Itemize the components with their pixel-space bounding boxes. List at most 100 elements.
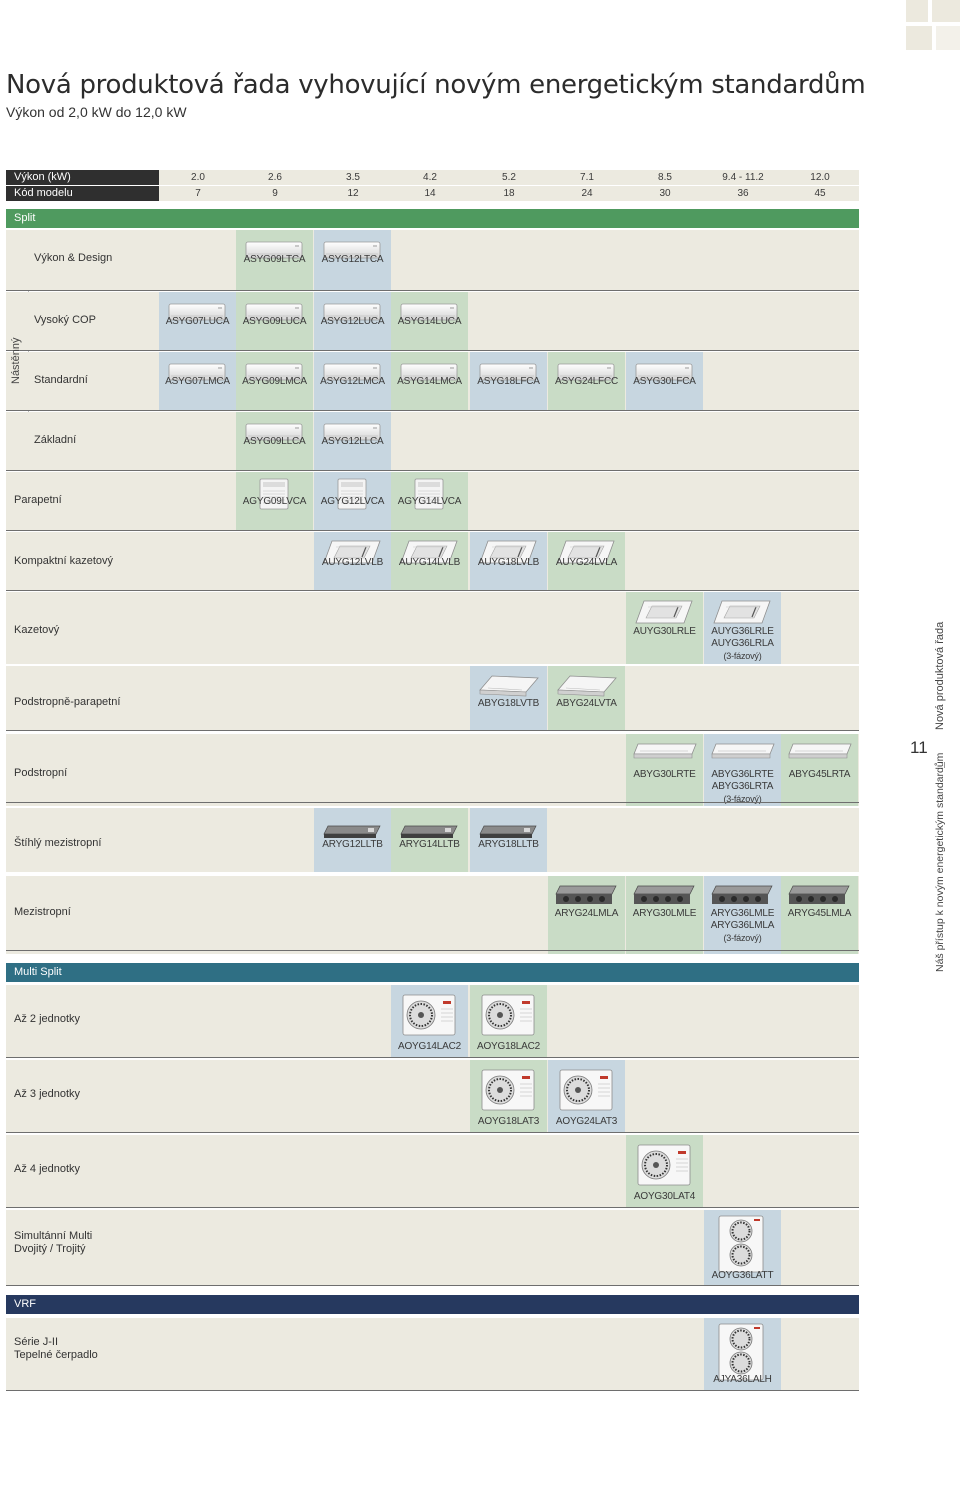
product-cell[interactable] bbox=[236, 230, 313, 290]
product-cell[interactable] bbox=[159, 352, 236, 410]
ceiling-floor-icon bbox=[478, 674, 540, 698]
product-cell[interactable] bbox=[314, 352, 391, 410]
wall-unit-icon bbox=[557, 362, 615, 382]
product-cell[interactable] bbox=[470, 352, 547, 410]
model-name: ASYG14LMCA bbox=[397, 376, 462, 387]
cassette-icon bbox=[322, 538, 382, 566]
row-label: Kazetový bbox=[14, 624, 60, 636]
decor-square bbox=[932, 0, 960, 22]
model-code-value: 36 bbox=[737, 188, 749, 199]
outdoor-unit-icon bbox=[480, 1068, 536, 1112]
model-name: ARYG24LMLA bbox=[554, 908, 619, 919]
model-name: AUYG14LVLB bbox=[398, 557, 461, 568]
row-label: Série J-II bbox=[14, 1336, 59, 1348]
section-multi-split: Multi Split bbox=[6, 963, 859, 982]
product-cell[interactable] bbox=[391, 292, 468, 350]
model-name: AGYG12LVCA bbox=[320, 496, 385, 507]
row-divider bbox=[6, 1132, 859, 1133]
row-label: Podstropně-parapetní bbox=[14, 696, 121, 708]
decor-square bbox=[906, 0, 928, 22]
product-cell[interactable] bbox=[236, 292, 313, 350]
row-divider bbox=[6, 802, 859, 803]
row-label: Výkon & Design bbox=[34, 252, 113, 264]
row-divider bbox=[6, 1057, 859, 1058]
section-vrf: VRF bbox=[6, 1295, 859, 1314]
model-name: ASYG09LMCA bbox=[242, 376, 307, 387]
wall-group-label: Nástěnný bbox=[10, 337, 22, 384]
row-label: Podstropní bbox=[14, 767, 68, 779]
wall-unit-icon bbox=[323, 362, 381, 382]
capacity-label: Výkon (kW) bbox=[14, 171, 71, 183]
product-cell[interactable] bbox=[236, 352, 313, 410]
capacity-value: 7.1 bbox=[580, 172, 594, 183]
model-name: ASYG09LTCA bbox=[243, 254, 306, 265]
product-cell[interactable] bbox=[314, 292, 391, 350]
product-cell[interactable] bbox=[548, 352, 625, 410]
product-cell[interactable] bbox=[314, 230, 391, 290]
ceiling-unit-icon bbox=[632, 742, 698, 760]
row-label: Základní bbox=[34, 434, 77, 446]
model-name: ASYG18LFCA bbox=[477, 376, 540, 387]
model-name: ASYG12LMCA bbox=[320, 376, 385, 387]
capacity-value: 2.6 bbox=[268, 172, 282, 183]
row-label-line2: Tepelné čerpadlo bbox=[14, 1349, 98, 1361]
outdoor-unit-icon bbox=[636, 1143, 692, 1187]
model-name: ABYG45LRTA bbox=[788, 769, 851, 780]
product-cell[interactable] bbox=[391, 352, 468, 410]
model-name: ASYG30LFCA bbox=[633, 376, 696, 387]
model-name: ASYG12LLCA bbox=[321, 436, 384, 447]
model-code-value: 18 bbox=[503, 188, 515, 199]
wall-unit-icon bbox=[323, 240, 381, 260]
row-label: Štíhlý mezistropní bbox=[14, 837, 102, 849]
row-divider bbox=[6, 1207, 859, 1208]
model-name: ASYG12LTCA bbox=[321, 254, 384, 265]
model-name: AUYG36LRLE bbox=[711, 626, 774, 637]
row-divider bbox=[6, 1390, 859, 1391]
floor-unit-icon bbox=[256, 476, 292, 512]
model-code-value: 14 bbox=[424, 188, 436, 199]
model-code-value: 30 bbox=[659, 188, 671, 199]
model-name: ASYG14LUCA bbox=[397, 316, 462, 327]
model-name: AOYG36LATT bbox=[711, 1270, 774, 1281]
model-name: ARYG12LLTB bbox=[322, 839, 383, 850]
capacity-value: 5.2 bbox=[502, 172, 516, 183]
capacity-value: 8.5 bbox=[658, 172, 672, 183]
product-cell[interactable] bbox=[626, 352, 703, 410]
row-divider bbox=[6, 350, 859, 351]
model-name: AUYG30LRLE bbox=[633, 626, 696, 637]
model-name: AUYG12LVLB bbox=[321, 557, 384, 568]
wall-unit-icon bbox=[168, 302, 226, 322]
side-title: Nová produktová řada bbox=[934, 621, 946, 730]
row-divider bbox=[6, 950, 859, 951]
product-cell[interactable] bbox=[159, 292, 236, 350]
decor-square bbox=[906, 26, 932, 50]
outdoor-unit-icon bbox=[401, 993, 457, 1037]
decor-square bbox=[936, 26, 960, 50]
product-cell[interactable] bbox=[470, 808, 547, 872]
product-row bbox=[6, 230, 859, 290]
duct-slim-icon bbox=[478, 824, 538, 840]
row-label: Mezistropní bbox=[14, 906, 71, 918]
product-cell[interactable] bbox=[314, 808, 391, 872]
duct-slim-icon bbox=[399, 824, 459, 840]
model-code-label: Kód modelu bbox=[14, 187, 73, 199]
model-note: (3-fázový) bbox=[723, 651, 762, 661]
row-divider bbox=[6, 470, 859, 471]
product-cell[interactable] bbox=[391, 808, 468, 872]
product-cell[interactable] bbox=[314, 412, 391, 470]
product-row bbox=[6, 1135, 859, 1207]
capacity-value: 12.0 bbox=[810, 172, 830, 183]
product-cell[interactable] bbox=[236, 412, 313, 470]
wall-unit-icon bbox=[635, 362, 693, 382]
side-subtitle: Náš přístup k novým energetickým standar… bbox=[934, 752, 946, 972]
row-label: Kompaktní kazetový bbox=[14, 555, 114, 567]
model-name: AUYG24LVLA bbox=[555, 557, 618, 568]
row-label: Simultánní Multi bbox=[14, 1230, 93, 1242]
model-code-value: 45 bbox=[814, 188, 826, 199]
wall-unit-icon bbox=[323, 302, 381, 322]
ceiling-floor-icon bbox=[556, 674, 618, 698]
model-name: ASYG07LMCA bbox=[165, 376, 230, 387]
model-name: AOYG14LAC2 bbox=[397, 1041, 462, 1052]
row-divider bbox=[6, 1285, 859, 1286]
